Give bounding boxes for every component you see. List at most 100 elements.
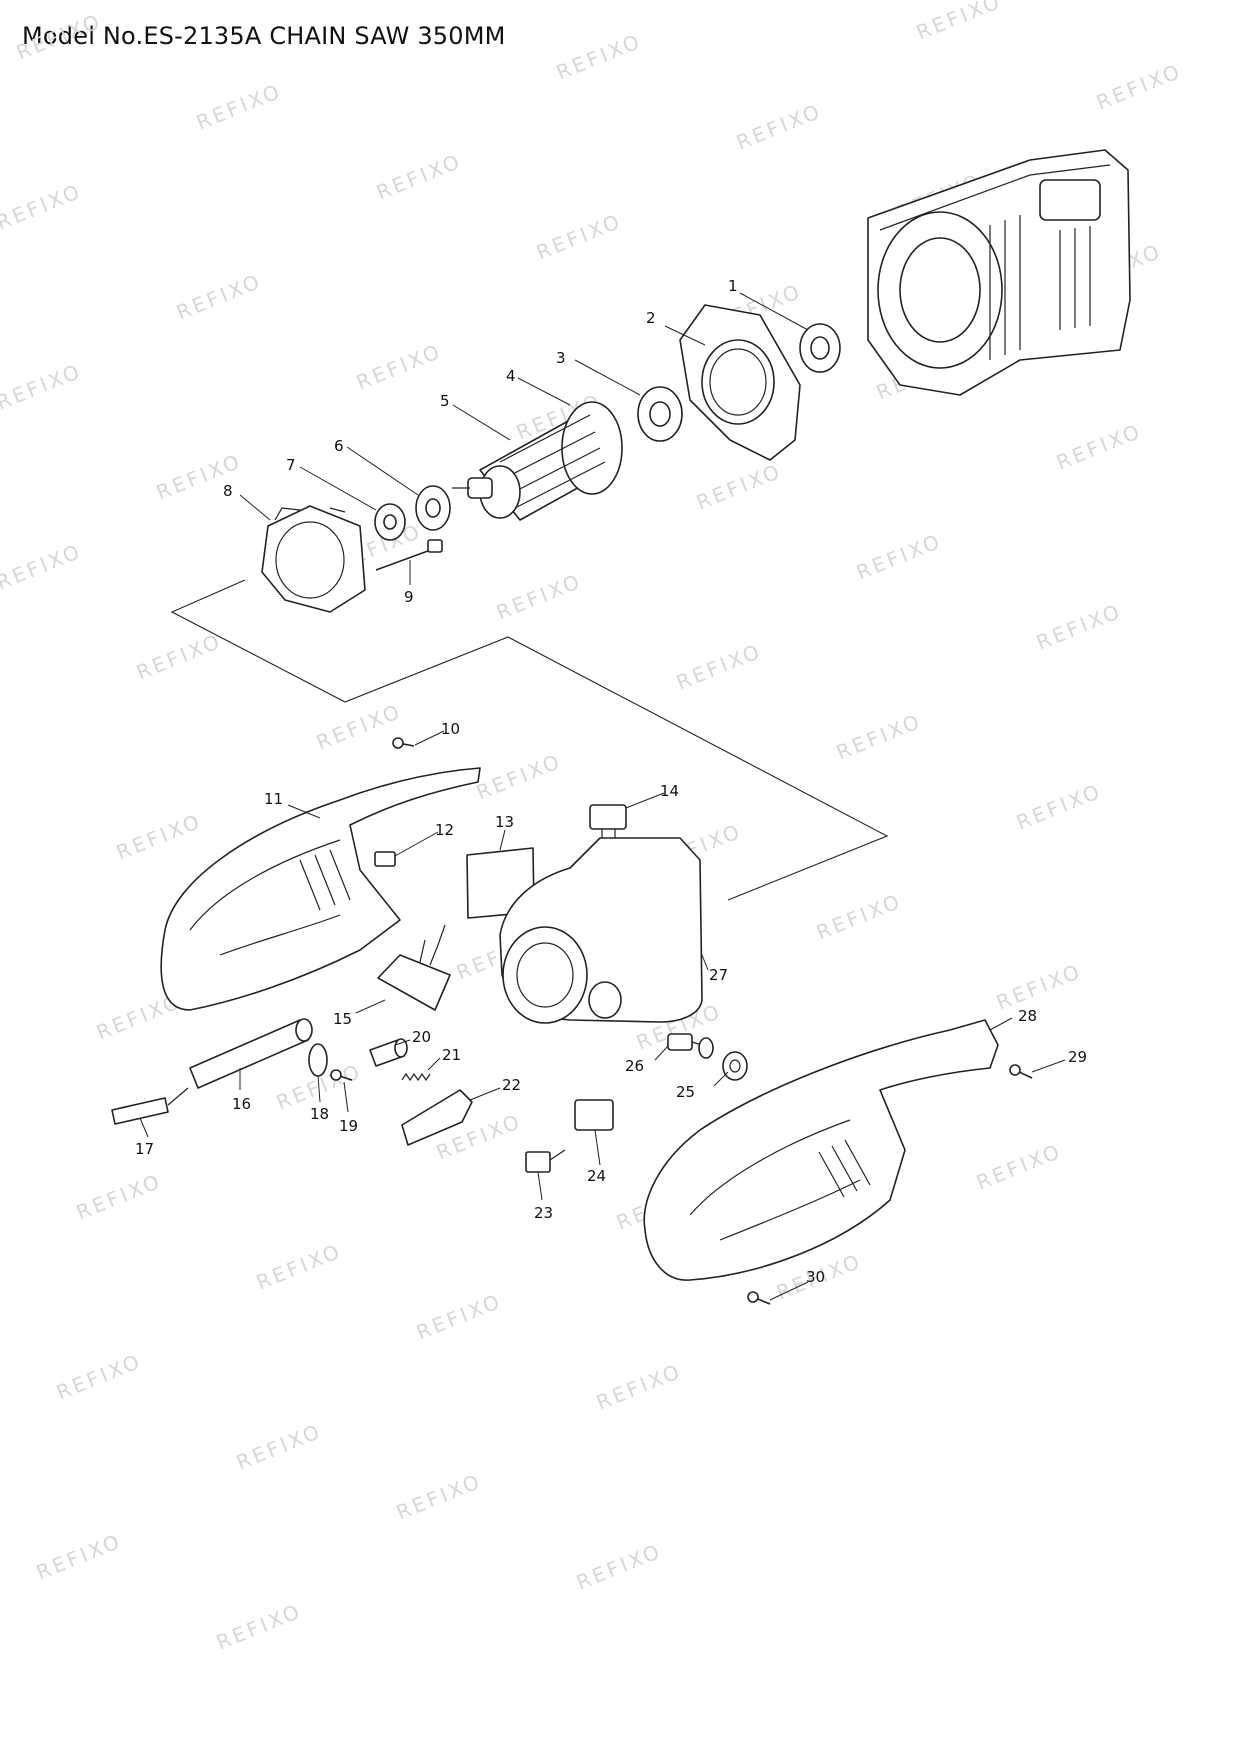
watermark-text: REFIXO xyxy=(573,1539,666,1595)
part-7-ball-bearing xyxy=(374,503,406,541)
watermark-text: REFIXO xyxy=(593,1359,686,1415)
part-16-grip-tube xyxy=(189,1018,313,1089)
part-label-5: 5 xyxy=(440,392,450,410)
part-label-23: 23 xyxy=(534,1204,553,1222)
part-30-screw xyxy=(747,1291,771,1305)
watermark-text: REFIXO xyxy=(553,29,646,85)
watermark-text: REFIXO xyxy=(0,359,85,415)
part-6-insulation-washer xyxy=(415,485,451,531)
part-24-terminal xyxy=(574,1099,614,1131)
watermark-text: REFIXO xyxy=(353,339,446,395)
part-1-bearing xyxy=(799,323,841,373)
part-25-brush-cap xyxy=(722,1051,748,1081)
part-label-25: 25 xyxy=(676,1083,695,1101)
part-label-7: 7 xyxy=(286,456,296,474)
part-label-2: 2 xyxy=(646,309,656,327)
part-label-24: 24 xyxy=(587,1167,606,1185)
part-label-22: 22 xyxy=(502,1076,521,1094)
part-26-brush-holder xyxy=(667,1033,714,1059)
watermark-text: REFIXO xyxy=(973,1139,1066,1195)
part-label-16: 16 xyxy=(232,1095,251,1113)
watermark-text: REFIXO xyxy=(733,99,826,155)
watermark-text: REFIXO xyxy=(1033,599,1126,655)
part-label-12: 12 xyxy=(435,821,454,839)
part-4-5-armature xyxy=(452,401,623,521)
part-label-6: 6 xyxy=(334,437,344,455)
part-label-15: 15 xyxy=(333,1010,352,1028)
watermark-text: REFIXO xyxy=(1093,59,1186,115)
watermark-text: REFIXO xyxy=(813,889,906,945)
part-label-17: 17 xyxy=(135,1140,154,1158)
part-21-spring xyxy=(401,1072,431,1082)
part-label-3: 3 xyxy=(556,349,566,367)
watermark-text: REFIXO xyxy=(233,1419,326,1475)
watermark-text: REFIXO xyxy=(473,749,566,805)
part-11-handle-left xyxy=(160,767,481,1011)
watermark-text: REFIXO xyxy=(913,0,1006,45)
assembly-frame-lines xyxy=(170,579,889,901)
part-label-19: 19 xyxy=(339,1117,358,1135)
part-label-11: 11 xyxy=(264,790,283,808)
watermark-text: REFIXO xyxy=(33,1529,126,1585)
watermark-text: REFIXO xyxy=(53,1349,146,1405)
watermark-text: REFIXO xyxy=(113,809,206,865)
watermark-text: REFIXO xyxy=(533,209,626,265)
part-label-14: 14 xyxy=(660,782,679,800)
part-label-1: 1 xyxy=(728,277,738,295)
watermark-text: REFIXO xyxy=(173,269,266,325)
part-18-cord-clamp xyxy=(308,1043,328,1077)
watermark-text: REFIXO xyxy=(0,539,85,595)
part-15-suppressor xyxy=(377,924,451,1011)
part-label-4: 4 xyxy=(506,367,516,385)
watermark-text: REFIXO xyxy=(493,569,586,625)
part-3-ball-bearing xyxy=(637,386,683,442)
leader-lines xyxy=(139,292,1066,1301)
watermark-text: REFIXO xyxy=(853,529,946,585)
watermark-text: REFIXO xyxy=(993,959,1086,1015)
part-29-screw xyxy=(1009,1064,1033,1079)
part-label-28: 28 xyxy=(1018,1007,1037,1025)
part-label-18: 18 xyxy=(310,1105,329,1123)
part-17-cord xyxy=(111,1087,189,1125)
watermark-text: REFIXO xyxy=(73,1169,166,1225)
watermark-text: REFIXO xyxy=(693,459,786,515)
page-title: Model No.ES-2135A CHAIN SAW 350MM xyxy=(22,22,506,50)
watermark-text: REFIXO xyxy=(0,179,85,235)
part-28-handle-right xyxy=(643,1019,999,1281)
part-label-8: 8 xyxy=(223,482,233,500)
part-8-field xyxy=(261,505,366,613)
part-2-baffle-plate xyxy=(679,304,801,461)
watermark-text: REFIXO xyxy=(133,629,226,685)
part-label-20: 20 xyxy=(412,1028,431,1046)
part-22-switch-lever xyxy=(401,1089,473,1146)
watermark-text: REFIXO xyxy=(413,1289,506,1345)
watermark-text: REFIXO xyxy=(253,1239,346,1295)
part-9-screw xyxy=(375,539,443,571)
part-label-26: 26 xyxy=(625,1057,644,1075)
gear-housing xyxy=(867,149,1131,396)
part-12-clip xyxy=(374,851,396,867)
part-23-carbon-brush xyxy=(525,1149,566,1173)
part-label-10: 10 xyxy=(441,720,460,738)
part-label-30: 30 xyxy=(806,1268,825,1286)
part-label-9: 9 xyxy=(404,588,414,606)
part-27-motor-housing xyxy=(499,837,703,1024)
part-label-29: 29 xyxy=(1068,1048,1087,1066)
watermark-text: REFIXO xyxy=(213,1599,306,1655)
watermark-text: REFIXO xyxy=(313,699,406,755)
watermark-text: REFIXO xyxy=(193,79,286,135)
watermark-text: REFIXO xyxy=(1013,779,1106,835)
part-label-13: 13 xyxy=(495,813,514,831)
watermark-text: REFIXO xyxy=(13,9,106,65)
part-number-labels: 1 2 3 4 5 6 7 8 9 10 11 12 13 14 15 16 1… xyxy=(135,277,1087,1286)
watermark-text: REFIXO xyxy=(393,1469,486,1525)
part-label-21: 21 xyxy=(442,1046,461,1064)
watermark-text: REFIXO xyxy=(833,709,926,765)
part-label-27: 27 xyxy=(709,966,728,984)
watermark-text: REFIXO xyxy=(673,639,766,695)
watermark-text: REFIXO xyxy=(373,149,466,205)
part-19-screw xyxy=(330,1069,353,1081)
part-10-screw xyxy=(392,737,415,749)
watermark-text: REFIXO xyxy=(1053,419,1146,475)
